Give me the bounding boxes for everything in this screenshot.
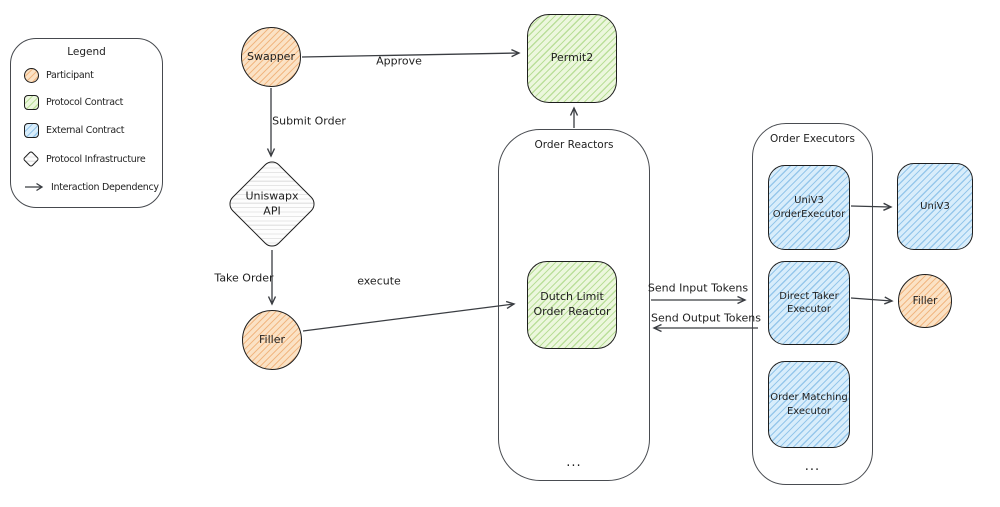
node-swapper: Swapper	[241, 27, 301, 87]
legend-item-protocol-contract: Protocol Contract	[24, 92, 156, 112]
edge-label-take-order: Take Order	[214, 271, 274, 285]
order-executors-title: Order Executors	[770, 133, 855, 145]
legend-title: Legend	[67, 46, 106, 58]
node-univ3: UniV3	[897, 163, 973, 250]
legend-item-label: External Contract	[46, 124, 125, 136]
legend-item-external-contract: External Contract	[24, 120, 156, 140]
node-filler: Filler	[242, 310, 302, 370]
participant-swatch-icon	[24, 67, 39, 83]
edge-label-execute: execute	[357, 274, 401, 288]
node-univ3-order-executor: UniV3 OrderExecutor	[768, 165, 850, 250]
external-contract-swatch-icon	[24, 122, 39, 138]
edge-label-send-input-tokens: Send Input Tokens	[647, 281, 749, 295]
edge-label-submit-order: Submit Order	[272, 114, 346, 128]
protocol-contract-swatch-icon	[24, 94, 39, 110]
order-reactors-ellipsis: ...	[566, 455, 582, 470]
node-dutch-limit-order-reactor: Dutch Limit Order Reactor	[527, 261, 617, 349]
legend-box: Legend Participant Protocol Contract Ext…	[10, 38, 163, 208]
edge-label-approve: Approve	[376, 54, 422, 68]
arrow-execute	[302, 300, 516, 332]
node-filler-right: Filler	[898, 274, 952, 328]
legend-item-label: Protocol Infrastructure	[46, 153, 146, 165]
node-direct-taker-executor: Direct Taker Executor	[768, 261, 850, 345]
infrastructure-swatch-icon	[22, 150, 40, 168]
order-executors-ellipsis: ...	[804, 459, 821, 474]
node-permit2: Permit2	[527, 14, 617, 103]
legend-item-protocol-infrastructure: Protocol Infrastructure	[22, 149, 156, 169]
arrow-icon	[25, 182, 44, 192]
legend-item-label: Interaction Dependency	[51, 181, 159, 193]
edge-label-send-output-tokens: Send Output Tokens	[651, 311, 761, 325]
node-uniswapx-api-label: Uniswapx API	[245, 189, 299, 218]
legend-item-label: Participant	[46, 69, 94, 81]
node-order-matching-executor: Order Matching Executor	[768, 361, 850, 448]
legend-item-interaction-dependency: Interaction Dependency	[24, 177, 159, 197]
legend-item-label: Protocol Contract	[46, 96, 124, 108]
legend-item-participant: Participant	[24, 65, 156, 85]
order-reactors-title: Order Reactors	[534, 139, 614, 151]
